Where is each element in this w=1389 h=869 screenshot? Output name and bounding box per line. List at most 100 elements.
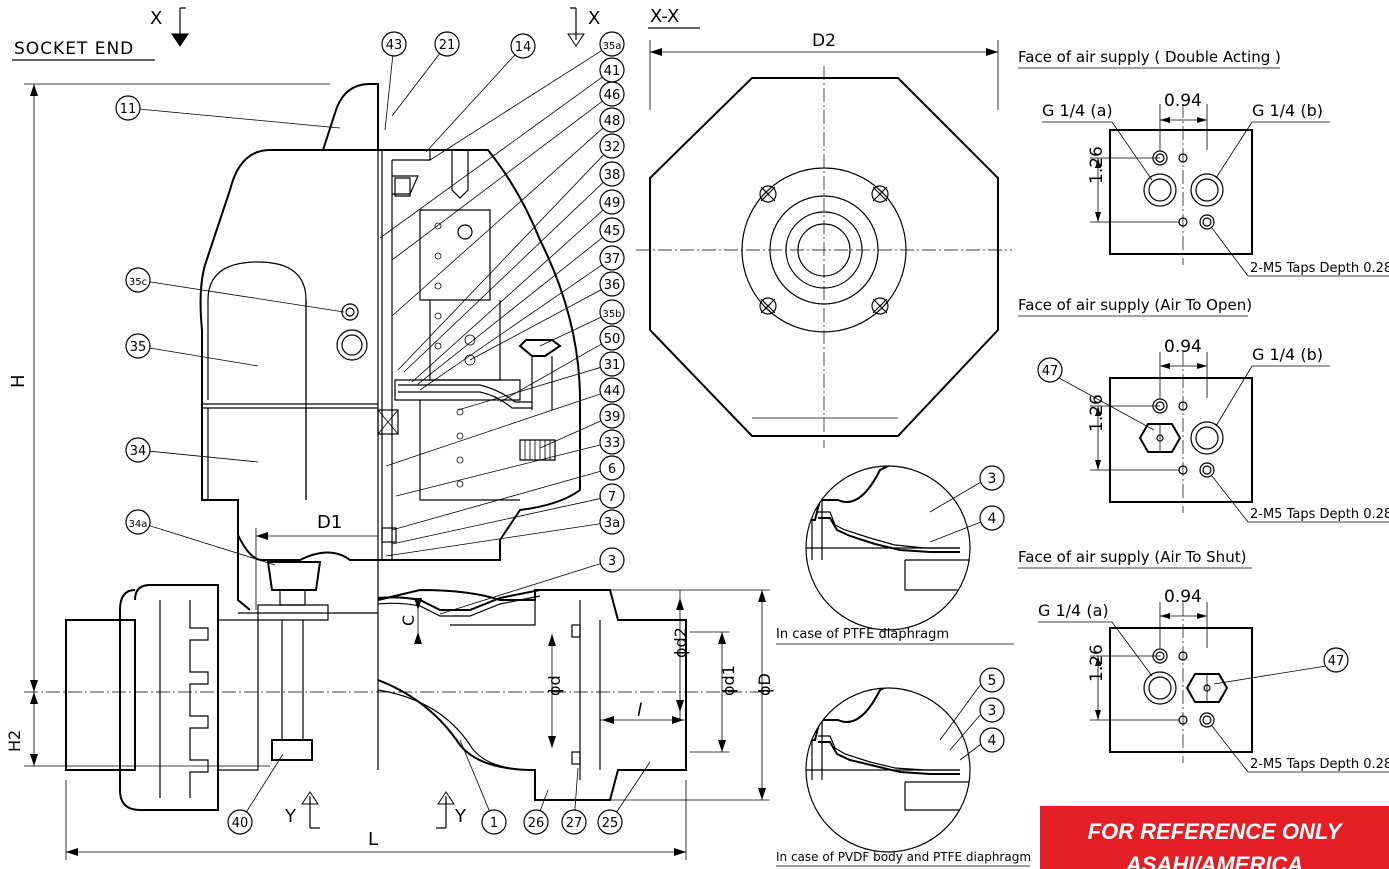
svg-text:3: 3 xyxy=(988,703,997,719)
bolt-assembly xyxy=(257,561,329,761)
air-port-main-icon xyxy=(336,329,368,361)
svg-text:3: 3 xyxy=(988,471,997,487)
dimension-phi-d2: ϕd2 xyxy=(671,590,690,720)
callout-37: 37 xyxy=(419,245,625,391)
svg-text:Face of air supply (Air To Shu: Face of air supply (Air To Shut) xyxy=(1018,548,1246,566)
callout-3: 3 xyxy=(439,547,625,615)
svg-text:2-M5 Taps Depth 0.28: 2-M5 Taps Depth 0.28 xyxy=(1250,261,1389,276)
x-x-section-view xyxy=(636,66,1012,448)
air-supply-air-to-open: Face of air supply (Air To Open) 0.94 1.… xyxy=(1018,296,1389,523)
svg-text:26: 26 xyxy=(528,816,545,831)
svg-text:ϕd: ϕd xyxy=(545,675,564,696)
callout-32: 32 xyxy=(397,133,625,371)
callout-26: 26 xyxy=(523,789,549,835)
svg-text:In case of PTFE diaphragm: In case of PTFE diaphragm xyxy=(776,627,949,642)
callout-34a: 34a xyxy=(125,509,276,566)
callout-34: 34 xyxy=(125,437,259,463)
svg-text:25: 25 xyxy=(602,816,619,831)
air-supply-air-to-shut: Face of air supply (Air To Shut) 0.94 1.… xyxy=(1018,548,1389,773)
svg-text:G 1/4 (a): G 1/4 (a) xyxy=(1038,601,1109,620)
callout-45: 45 xyxy=(417,217,625,385)
callout-35a: 35a xyxy=(429,31,625,161)
svg-text:1: 1 xyxy=(490,816,498,831)
callout-27: 27 xyxy=(561,767,587,835)
banner-line-1: FOR REFERENCE ONLY xyxy=(1087,819,1342,844)
callout-25: 25 xyxy=(597,761,651,835)
dimension-phi-d: ϕd xyxy=(545,634,564,748)
svg-text:4: 4 xyxy=(988,733,997,749)
callout-36: 36 xyxy=(469,271,625,361)
callout-1: 1 xyxy=(459,739,507,835)
callout-3a: 3a xyxy=(385,509,625,557)
detail-ptfe-diaphragm: In case of PTFE diaphragm xyxy=(776,465,1014,645)
svg-text:Y: Y xyxy=(284,806,297,827)
svg-text:38: 38 xyxy=(604,168,621,183)
section-mark-x-right: X xyxy=(567,7,600,47)
svg-text:3: 3 xyxy=(608,554,616,569)
svg-text:35b: 35b xyxy=(602,309,621,320)
dimension-D1: D1 xyxy=(255,512,378,610)
callout-11: 11 xyxy=(115,95,341,129)
svg-text:D1: D1 xyxy=(317,512,342,533)
svg-text:L: L xyxy=(368,829,378,850)
detail-pvdf-callout-4: 4 xyxy=(959,727,1005,761)
callout-21: 21 xyxy=(391,31,460,117)
svg-text:32: 32 xyxy=(604,140,621,155)
dimension-H2: H2 xyxy=(5,692,270,767)
callout-39: 39 xyxy=(539,403,625,449)
svg-text:0.94: 0.94 xyxy=(1164,91,1202,111)
valve-body-exterior xyxy=(199,83,379,770)
valve-body-section xyxy=(377,588,687,801)
svg-text:11: 11 xyxy=(120,102,137,117)
svg-text:44: 44 xyxy=(604,384,621,399)
svg-text:46: 46 xyxy=(604,88,621,103)
svg-text:2-M5 Taps Depth 0.28: 2-M5 Taps Depth 0.28 xyxy=(1250,757,1389,772)
callout-35b: 35b xyxy=(539,299,625,347)
dimension-C: C xyxy=(399,598,422,644)
svg-text:1.26: 1.26 xyxy=(1087,146,1107,184)
detail-pvdf-callout-3: 3 xyxy=(949,697,1005,751)
svg-text:31: 31 xyxy=(604,358,621,373)
air-port-35c-icon xyxy=(341,303,359,321)
svg-text:37: 37 xyxy=(604,252,621,267)
dimension-D2: D2 xyxy=(649,31,999,110)
svg-text:0.94: 0.94 xyxy=(1164,587,1202,607)
svg-text:X: X xyxy=(588,8,600,29)
svg-text:34a: 34a xyxy=(129,519,148,530)
svg-text:33: 33 xyxy=(604,436,621,451)
svg-text:6: 6 xyxy=(608,462,616,477)
svg-text:39: 39 xyxy=(604,410,621,425)
svg-text:H: H xyxy=(8,374,29,388)
callout-41: 41 xyxy=(379,57,625,239)
dimension-L: L xyxy=(65,780,687,860)
actuator-section xyxy=(377,149,581,561)
callout-44: 44 xyxy=(385,377,625,467)
svg-text:35: 35 xyxy=(130,340,147,355)
svg-text:49: 49 xyxy=(604,196,621,211)
callout-38: 38 xyxy=(403,161,625,373)
callout-33: 33 xyxy=(395,429,625,497)
section-mark-x-left: X xyxy=(150,7,189,47)
svg-text:Y: Y xyxy=(454,806,467,827)
section-mark-y-right: Y xyxy=(436,791,467,829)
detail-ptfe-callout-4: 4 xyxy=(929,505,1005,543)
svg-text:ϕd1: ϕd1 xyxy=(719,665,738,696)
svg-text:1.26: 1.26 xyxy=(1087,394,1107,432)
svg-text:0.94: 0.94 xyxy=(1164,337,1202,357)
callout-14: 14 xyxy=(425,33,536,153)
callout-7: 7 xyxy=(391,483,625,545)
svg-text:l: l xyxy=(637,700,642,721)
callout-48: 48 xyxy=(391,107,625,317)
svg-text:34: 34 xyxy=(130,444,147,459)
svg-text:21: 21 xyxy=(439,38,456,53)
svg-text:1.26: 1.26 xyxy=(1087,644,1107,682)
svg-text:50: 50 xyxy=(604,332,621,347)
section-view-title: X-X xyxy=(650,6,679,27)
callout-46: 46 xyxy=(391,81,625,261)
svg-text:35c: 35c xyxy=(129,277,147,288)
svg-text:2-M5 Taps Depth 0.28: 2-M5 Taps Depth 0.28 xyxy=(1250,507,1389,522)
svg-text:Face of air supply ( Double Ac: Face of air supply ( Double Acting ) xyxy=(1018,48,1281,66)
svg-text:41: 41 xyxy=(604,64,621,79)
svg-text:Face of air supply (Air To Ope: Face of air supply (Air To Open) xyxy=(1018,296,1252,314)
